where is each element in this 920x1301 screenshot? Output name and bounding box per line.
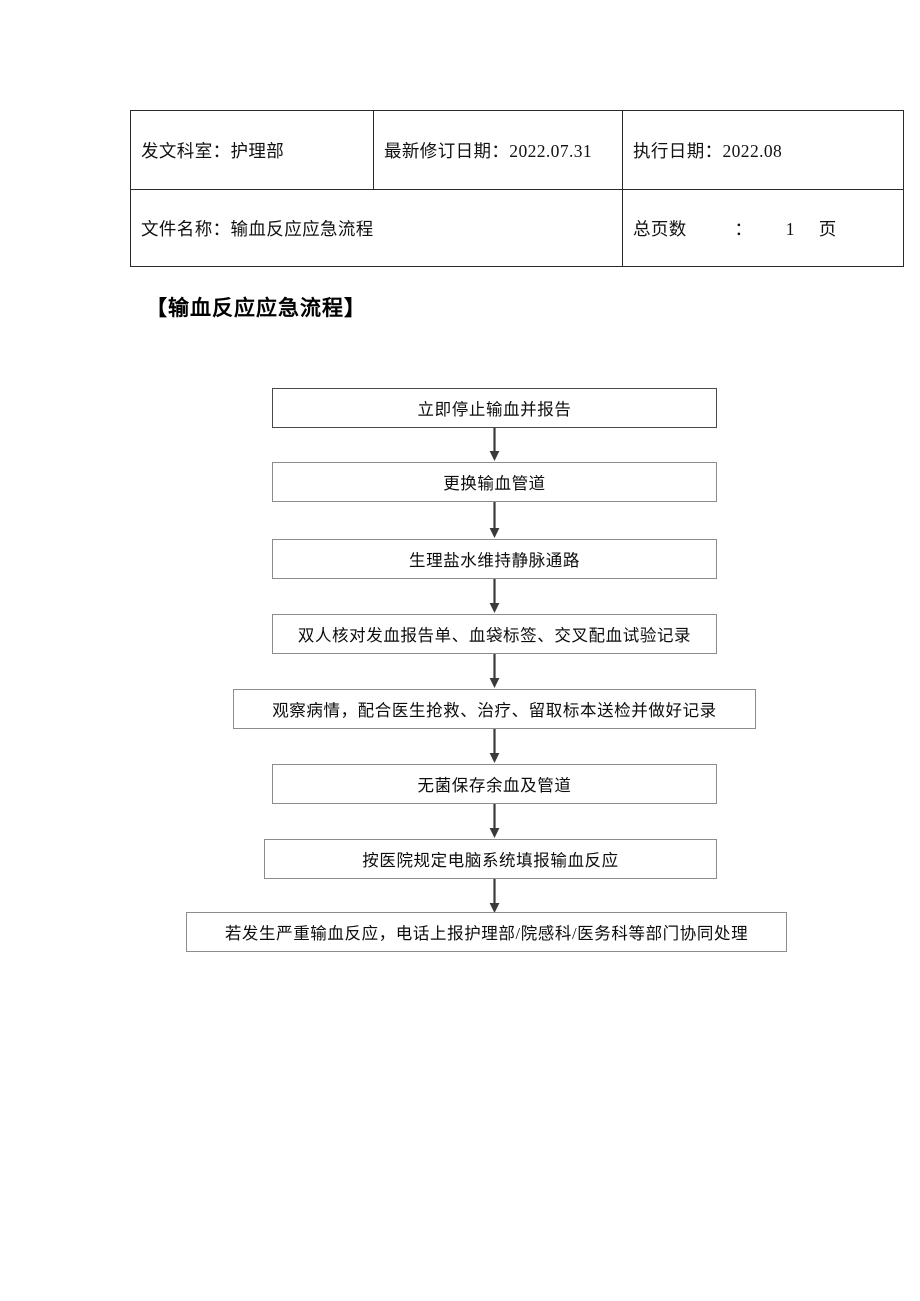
flow-node-3-label: 生理盐水维持静脉通路 [409,551,580,570]
effective-date-cell: 执行日期：2022.08 [622,110,904,190]
flow-arrow-3-4 [489,579,500,613]
document-header-table: 发文科室：护理部 最新修订日期：2022.07.31 执行日期：2022.08 … [130,110,904,267]
flow-node-5: 观察病情，配合医生抢救、治疗、留取标本送检并做好记录 [233,689,756,729]
flow-arrow-4-5 [489,654,500,688]
flow-node-1: 立即停止输血并报告 [272,388,717,428]
flow-arrow-2-3 [489,502,500,538]
flow-node-3: 生理盐水维持静脉通路 [272,539,717,579]
flow-node-2-label: 更换输血管道 [443,474,546,493]
page-title: 【输血反应应急流程】 [146,297,366,320]
flow-arrow-7-8 [489,879,500,913]
total-pages-cell: 总页数 ： 1 页 [622,189,904,267]
flow-node-4: 双人核对发血报告单、血袋标签、交叉配血试验记录 [272,614,717,654]
table-row: 发文科室：护理部 最新修订日期：2022.07.31 执行日期：2022.08 [130,110,904,190]
flow-node-8: 若发生严重输血反应，电话上报护理部/院感科/医务科等部门协同处理 [186,912,787,952]
flow-arrow-6-7 [489,804,500,838]
issuing-department-cell: 发文科室：护理部 [130,110,374,190]
flow-node-7-label: 按医院规定电脑系统填报输血反应 [362,851,619,870]
flow-node-6-label: 无菌保存余血及管道 [417,776,572,795]
flow-arrow-1-2 [489,428,500,461]
flow-node-8-label: 若发生严重输血反应，电话上报护理部/院感科/医务科等部门协同处理 [224,924,749,943]
flow-node-6: 无菌保存余血及管道 [272,764,717,804]
table-row: 文件名称：输血反应应急流程 总页数 ： 1 页 [130,189,904,267]
flow-node-2: 更换输血管道 [272,462,717,502]
flow-node-1-label: 立即停止输血并报告 [417,400,572,419]
flow-node-5-label: 观察病情，配合医生抢救、治疗、留取标本送检并做好记录 [272,701,717,720]
flow-node-4-label: 双人核对发血报告单、血袋标签、交叉配血试验记录 [297,626,692,645]
file-name-cell: 文件名称：输血反应应急流程 [130,189,623,267]
latest-revision-date-cell: 最新修订日期：2022.07.31 [373,110,623,190]
total-pages-value: 总页数 ： 1 页 [633,218,837,239]
flow-node-7: 按医院规定电脑系统填报输血反应 [264,839,717,879]
flow-arrow-5-6 [489,729,500,763]
